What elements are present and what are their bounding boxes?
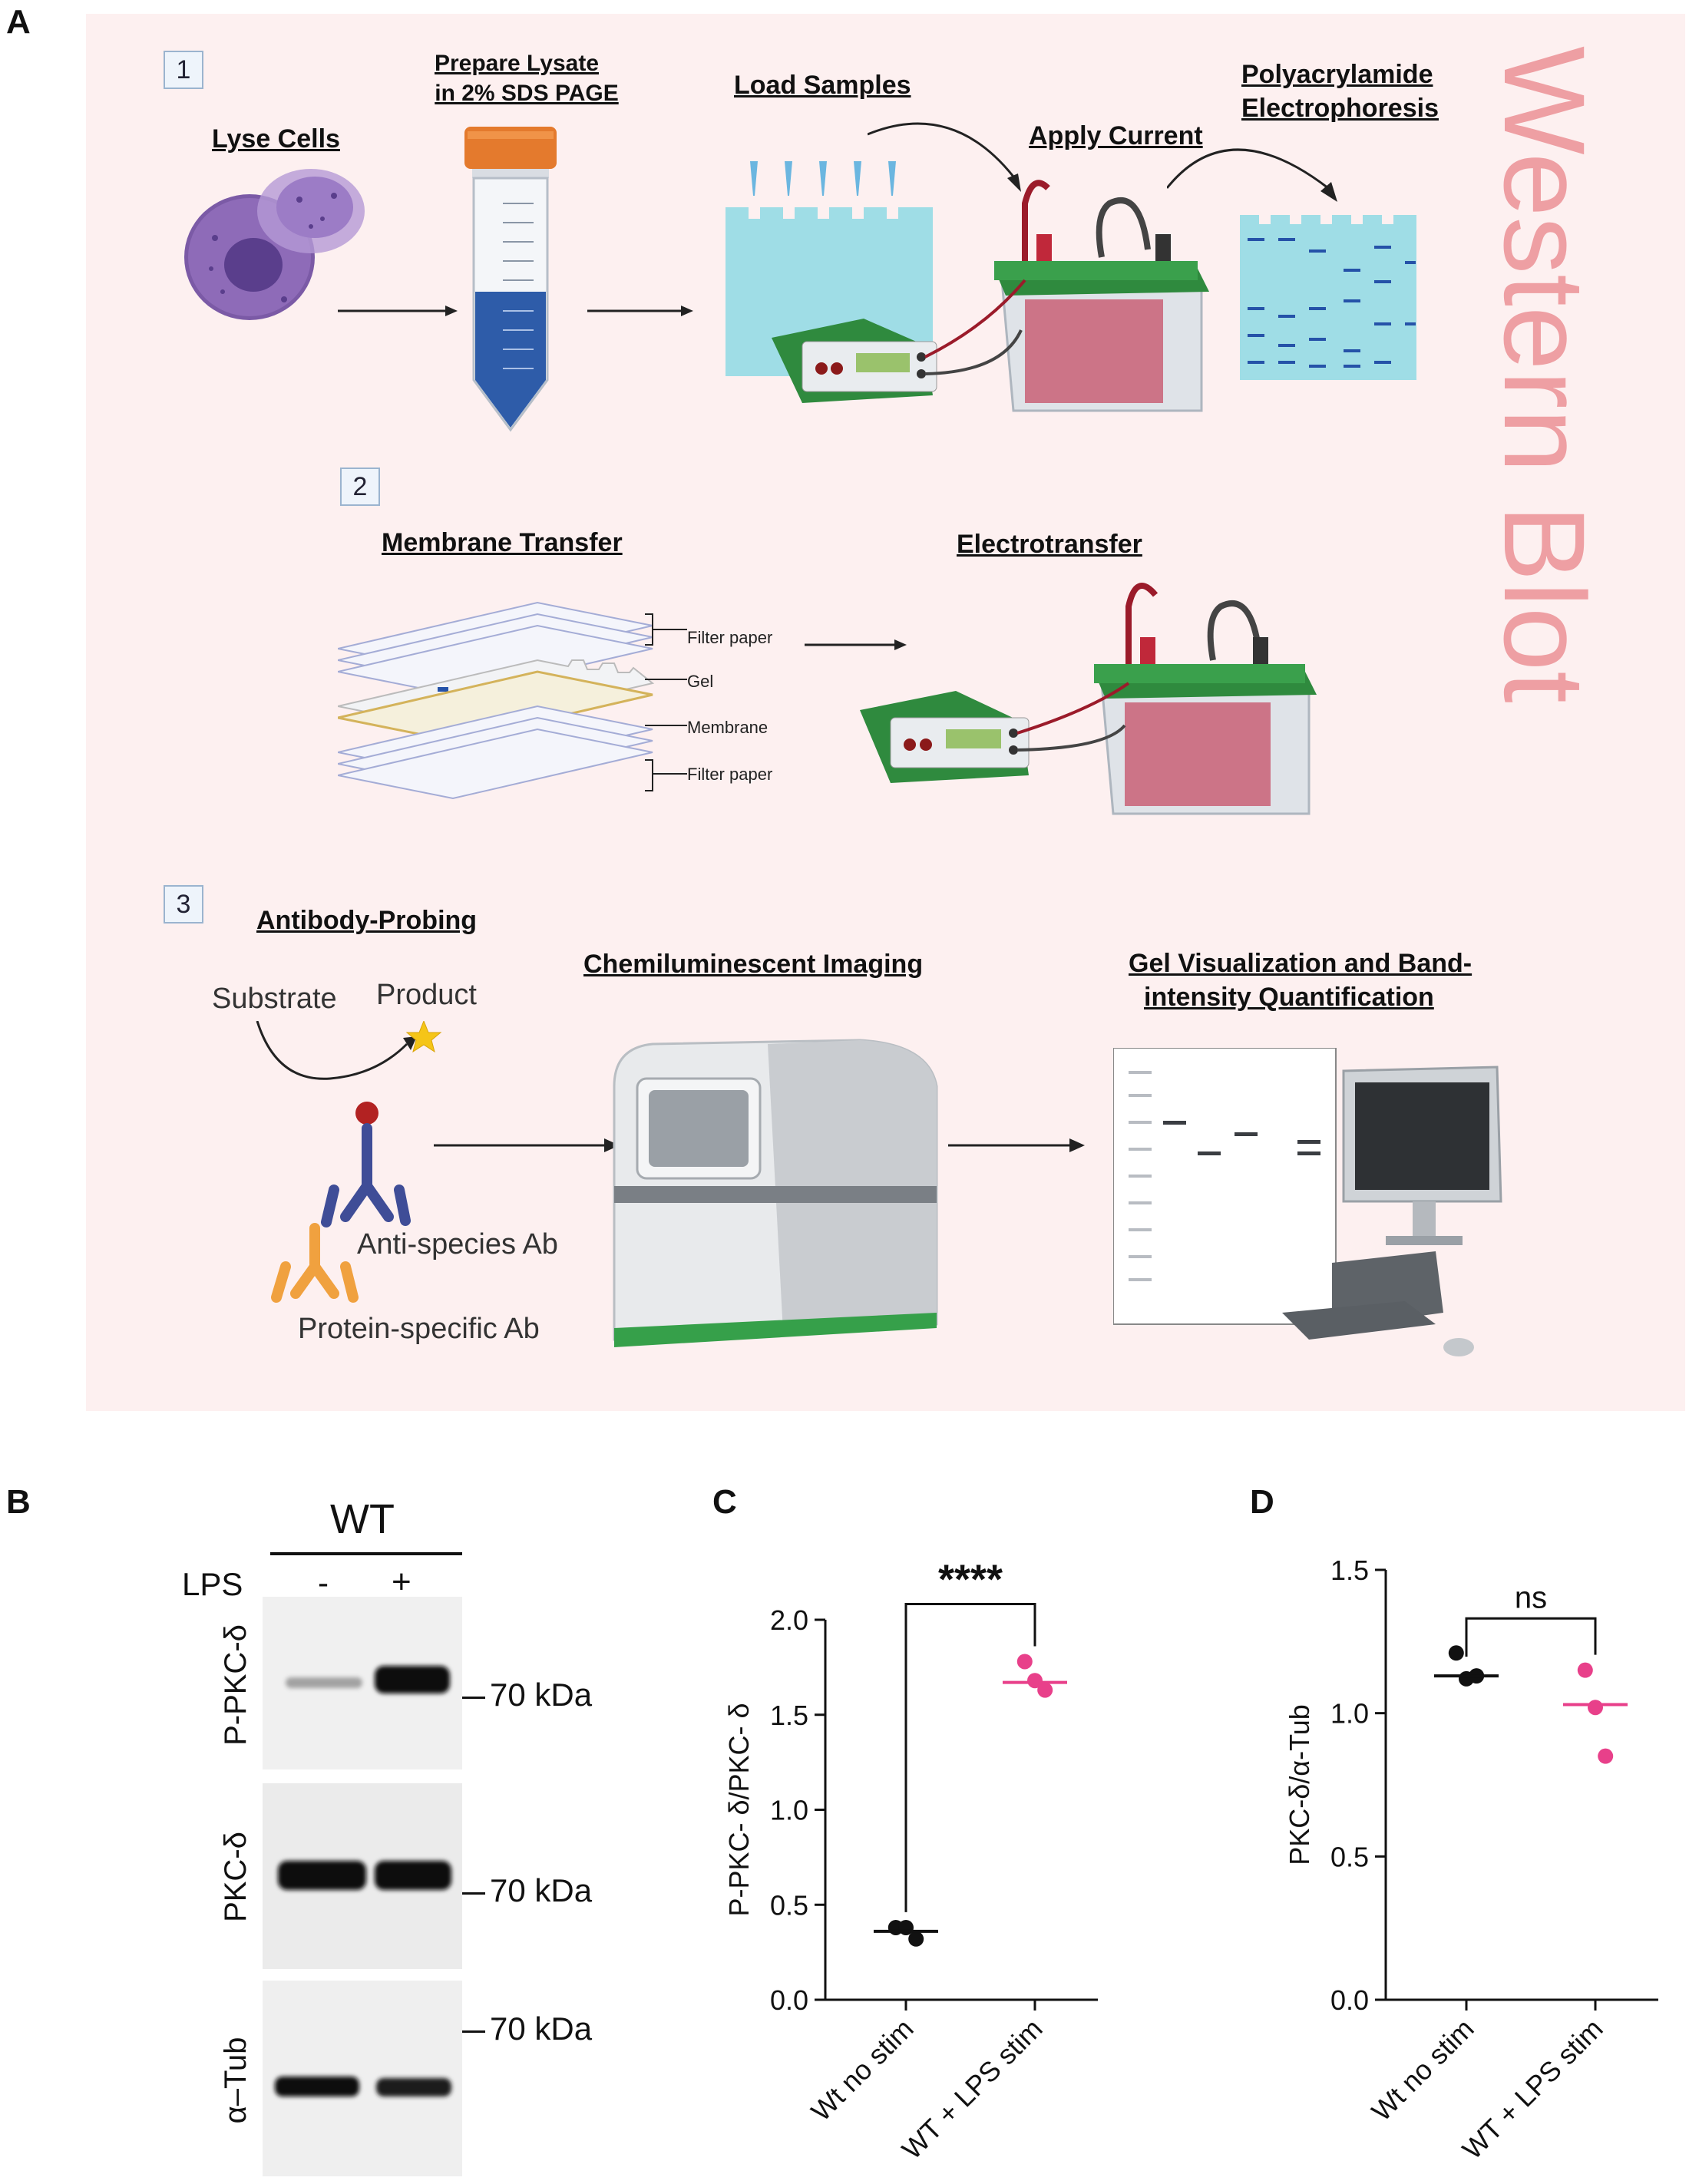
marker-tick	[462, 1892, 485, 1895]
y-axis-label: PKC-δ/α-Tub	[1284, 1704, 1315, 1865]
label-p-pkc-delta: P-PKC-δ	[219, 1624, 253, 1746]
significance-label: ****	[938, 1556, 1003, 1602]
label-filter-paper-bottom: Filter paper	[687, 765, 773, 784]
data-point	[1448, 1645, 1464, 1661]
marker-70kda-1: 70 kDa	[490, 1677, 593, 1713]
arrow-right-icon	[805, 639, 907, 650]
label-protein-specific-ab: Protein-specific Ab	[298, 1313, 540, 1345]
western-blot-images	[263, 1597, 462, 2176]
data-point	[898, 1919, 914, 1935]
marker-tick	[462, 1697, 485, 1699]
western-blot-watermark: Western Blot	[1480, 46, 1609, 703]
significance-label: ns	[1515, 1581, 1547, 1614]
gel-visualization-icon	[1113, 1048, 1502, 1356]
y-tick-label: 0.0	[1330, 1984, 1369, 2016]
y-tick-label: 0.5	[770, 1889, 808, 1921]
title-lyse-cells: Lyse Cells	[212, 124, 340, 154]
title-gel-visualization-1: Gel Visualization and Band-	[1129, 949, 1473, 978]
significance-bracket	[904, 1602, 1036, 1912]
y-tick-label: 1.0	[1330, 1698, 1369, 1730]
label-membrane: Membrane	[687, 718, 768, 737]
panel-letter-c: C	[712, 1483, 737, 1521]
curved-arrow-icon	[868, 122, 1021, 192]
lane-plus-label: +	[392, 1563, 412, 1601]
panel-letter-d: D	[1250, 1483, 1274, 1521]
imager-icon	[613, 1039, 938, 1347]
genotype-underline	[270, 1552, 462, 1555]
label-gel: Gel	[687, 672, 714, 691]
label-anti-species-ab: Anti-species Ab	[357, 1228, 558, 1261]
data-point	[1577, 1662, 1593, 1678]
separated-gel-icon	[1240, 215, 1416, 380]
y-tick-label: 0.0	[770, 1984, 808, 2016]
step-number-3: 3	[164, 885, 203, 923]
stack-bracket-lines	[645, 613, 687, 791]
genotype-label: WT	[330, 1496, 395, 1542]
marker-70kda-2: 70 kDa	[490, 1872, 593, 1908]
data-point	[1037, 1682, 1053, 1698]
marker-70kda-3: 70 kDa	[490, 2011, 593, 2047]
title-gel-visualization-2: intensity Quantification	[1144, 983, 1434, 1012]
y-tick-label: 0.5	[1330, 1841, 1369, 1872]
y-tick-label: 1.5	[1330, 1555, 1369, 1586]
title-prepare-lysate-1: Prepare Lysate	[434, 51, 599, 76]
label-filter-paper-top: Filter paper	[687, 628, 773, 647]
lysed-cell-icon	[184, 169, 365, 320]
title-electrophoresis: Electrophoresis	[1241, 94, 1439, 123]
significance-bracket	[1465, 1617, 1597, 1657]
arrow-right-icon	[338, 306, 458, 316]
x-tick-label: Wt no stim	[805, 2013, 919, 2127]
lane-minus-label: -	[318, 1564, 329, 1601]
title-antibody-probing: Antibody-Probing	[256, 906, 478, 935]
y-tick-label: 1.5	[770, 1700, 808, 1731]
antibody-reaction-icon	[256, 1021, 442, 1303]
panel-letter-b: B	[6, 1483, 31, 1521]
data-point	[1027, 1673, 1043, 1689]
title-electrotransfer: Electrotransfer	[957, 530, 1142, 559]
title-polyacrylamide: Polyacrylamide	[1241, 60, 1433, 89]
transfer-stack-icon	[338, 601, 655, 800]
data-point	[1598, 1748, 1614, 1764]
treatment-label: LPS	[182, 1566, 243, 1602]
label-alpha-tub: α–Tub	[219, 2037, 253, 2124]
blot-row-labels: P-PKC-δ PKC-δ α–Tub	[219, 1624, 253, 2124]
electrophoresis-apparatus-icon	[772, 180, 1209, 412]
title-load-samples: Load Samples	[734, 71, 911, 100]
panel-letter-a: A	[6, 3, 31, 41]
data-point	[908, 1931, 924, 1947]
title-chemiluminescent-imaging: Chemiluminescent Imaging	[583, 950, 924, 979]
label-pkc-delta: PKC-δ	[219, 1832, 253, 1922]
chart-c: 0.0 0.5 1.0 1.5 2.0P-PKC- δ/PKC- δ Wt no stim…	[723, 1556, 1098, 2166]
arrow-right-icon	[587, 306, 693, 316]
step-number-2: 2	[340, 468, 380, 506]
title-apply-current: Apply Current	[1029, 121, 1203, 150]
title-membrane-transfer: Membrane Transfer	[382, 528, 623, 557]
y-tick-label: 1.0	[770, 1795, 808, 1826]
arrow-right-icon	[948, 1138, 1085, 1152]
data-point	[1588, 1700, 1603, 1716]
data-point	[1016, 1654, 1033, 1670]
title-prepare-lysate-2: in 2% SDS PAGE	[435, 81, 619, 106]
watermark-text: Western Blot	[1480, 46, 1609, 703]
y-tick-label: 2.0	[770, 1604, 808, 1636]
marker-tick	[462, 2030, 485, 2033]
curved-arrow-icon	[1167, 148, 1337, 202]
arrow-right-icon	[434, 1138, 620, 1152]
y-axis-label: P-PKC- δ/PKC- δ	[723, 1703, 755, 1916]
electrotransfer-apparatus-icon	[860, 583, 1317, 815]
falcon-tube-icon	[464, 127, 557, 432]
step-number-1: 1	[164, 51, 203, 89]
label-substrate: Substrate	[212, 983, 337, 1015]
x-tick-label: Wt no stim	[1365, 2013, 1479, 2127]
label-product: Product	[376, 979, 477, 1011]
